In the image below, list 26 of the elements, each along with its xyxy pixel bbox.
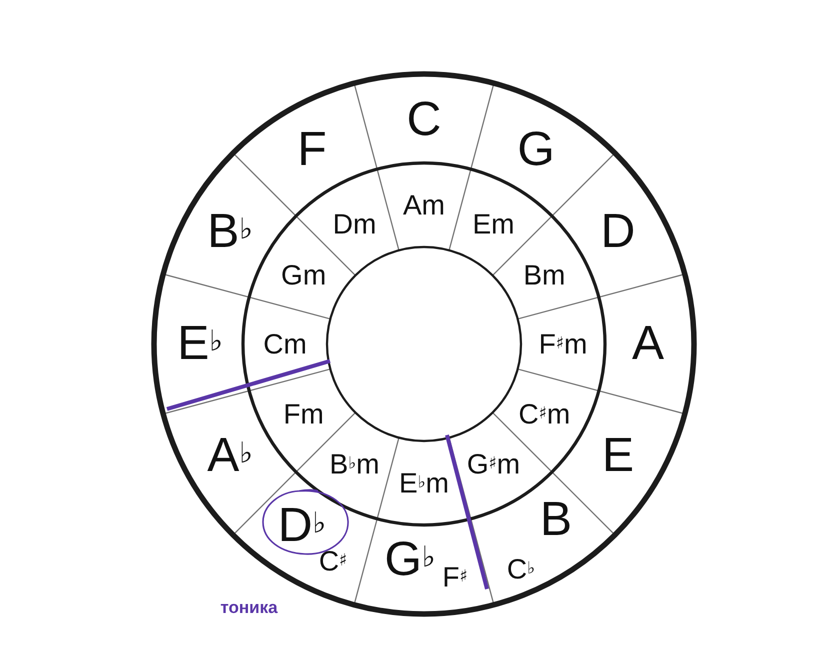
chord-name: F$^{♯}$m: [538, 329, 588, 359]
chord-name: E$^{♭}$m: [399, 468, 449, 498]
chord-name: Bm: [523, 260, 566, 290]
chord-name: Cm: [263, 329, 307, 359]
chord-name: Gm: [281, 260, 326, 290]
key-name: G$^{♭}$: [384, 534, 436, 586]
key-name: D: [600, 206, 636, 258]
chord-name: G$^{♯}$m: [466, 450, 520, 480]
enharmonic-key-name: C$^{♭}$: [506, 554, 536, 584]
key-name: B$^{♭}$: [207, 206, 253, 258]
chord-name: C$^{♯}$m: [518, 398, 570, 428]
chord-name: B$^{♭}$m: [330, 450, 380, 480]
key-name: B: [540, 494, 572, 546]
chord-name: Dm: [332, 208, 376, 238]
key-name: A$^{♭}$: [207, 430, 253, 482]
key-name: E: [602, 430, 634, 482]
annotation-label: тоника: [220, 598, 278, 618]
key-name: F: [297, 124, 327, 176]
key-name: G: [517, 124, 555, 176]
key-name: E$^{♭}$: [177, 318, 223, 370]
chord-name: Fm: [283, 398, 324, 428]
enharmonic-key-name: F$^{♯}$: [442, 562, 468, 592]
key-name: A: [632, 318, 664, 370]
chord-name: Em: [472, 208, 514, 238]
key-name: C: [406, 94, 442, 146]
chord-name: Am: [403, 190, 445, 220]
